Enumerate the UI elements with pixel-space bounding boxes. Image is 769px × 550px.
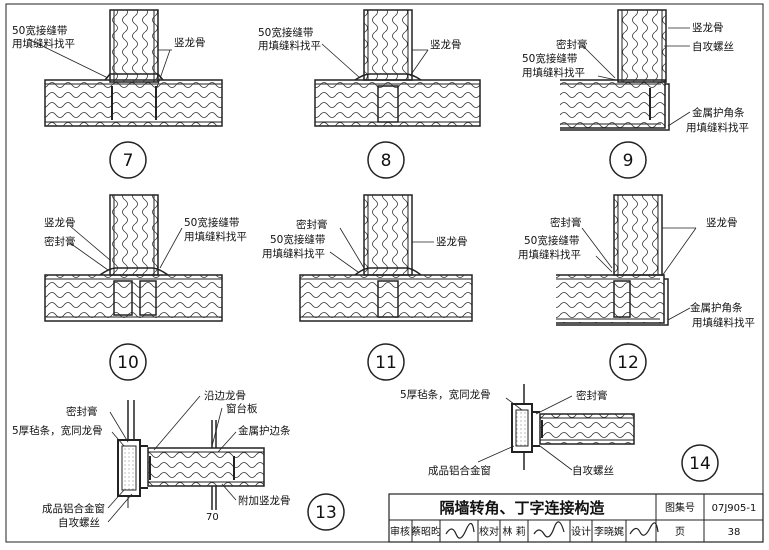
horizontal-wall-7 [44, 79, 223, 127]
vertical-wall-12 [613, 194, 663, 276]
d13-label-4: 5厚毡条，宽同龙骨 [12, 424, 103, 437]
d14-label-4: 自攻螺丝 [572, 464, 614, 477]
detail-number-8: 8 [381, 151, 392, 171]
detail-number-circle [109, 343, 147, 381]
vertical-wall-10 [109, 194, 159, 276]
d12-label-5: 金属护角条 [690, 301, 743, 314]
horizontal-wall-12 [556, 274, 665, 324]
window-frame-14 [511, 403, 533, 453]
d9-label-1: 竖龙骨 [692, 21, 724, 34]
d9-label-2: 自攻螺丝 [692, 40, 734, 53]
vertical-wall-8 [363, 9, 413, 81]
design-signature [629, 522, 659, 536]
d14-label-2: 密封膏 [576, 389, 608, 402]
wall-13 [147, 447, 265, 487]
detail-8: 50宽接缝带 用填缝料找平 竖龙骨 8 [258, 9, 481, 179]
detail-13: 沿边龙骨 窗台板 密封膏 5厚毡条，宽同龙骨 金属护边条 成品铝合金窗 自攻螺丝… [12, 389, 345, 531]
drawing-title: 隔墙转角、丁字连接构造 [439, 499, 604, 517]
detail-number-13: 13 [315, 503, 337, 523]
d7-label-3: 竖龙骨 [174, 36, 206, 49]
horizontal-wall-10 [44, 274, 223, 322]
detail-number-circle [109, 141, 147, 179]
d7-label-2: 用填缝料找平 [12, 37, 75, 50]
d13-label-3: 密封膏 [66, 405, 98, 418]
d11-label-3: 用填缝料找平 [262, 247, 325, 260]
detail-number-circle [367, 343, 405, 381]
d8-label-1: 50宽接缝带 [258, 26, 313, 39]
detail-number-circle [609, 343, 647, 381]
check-signature [533, 521, 565, 538]
vertical-wall-11 [363, 194, 413, 276]
d12-label-4: 竖龙骨 [706, 216, 738, 229]
d10-label-3: 50宽接缝带 [184, 216, 239, 229]
horizontal-wall-9 [560, 79, 666, 129]
vertical-wall-7 [109, 9, 159, 83]
review-label: 审核 [390, 525, 410, 538]
detail-7: 50宽接缝带 用填缝料找平 竖龙骨 7 [12, 9, 223, 179]
d12-label-2: 50宽接缝带 [524, 234, 579, 247]
page-label: 页 [675, 526, 685, 538]
d12-label-6: 用填缝料找平 [692, 316, 755, 329]
d8-label-3: 竖龙骨 [430, 38, 462, 51]
d10-label-2: 密封膏 [44, 235, 76, 248]
detail-12: 密封膏 50宽接缝带 用填缝料找平 竖龙骨 金属护角条 用填缝料找平 12 [518, 194, 755, 381]
window-frame-13 [117, 439, 141, 497]
review-signature [445, 522, 475, 539]
d13-label-7: 自攻螺丝 [58, 516, 100, 529]
detail-10: 竖龙骨 密封膏 50宽接缝带 用填缝料找平 10 [44, 194, 247, 381]
d13-label-6: 成品铝合金窗 [42, 502, 105, 515]
detail-14: 5厚毡条，宽同龙骨 密封膏 成品铝合金窗 自攻螺丝 14 [400, 384, 719, 482]
detail-11: 密封膏 50宽接缝带 用填缝料找平 竖龙骨 11 [262, 194, 473, 381]
title-block: 隔墙转角、丁字连接构造 图集号 07J905-1 审核 蔡昭昀 校对 林 莉 设… [388, 493, 764, 543]
check-name: 林 莉 [502, 525, 525, 538]
detail-number-circle [367, 141, 405, 179]
detail-number-7: 7 [123, 151, 134, 171]
d10-label-4: 用填缝料找平 [184, 230, 247, 243]
review-name: 蔡昭昀 [411, 525, 441, 538]
detail-number-circle [307, 493, 345, 531]
vertical-wall-9 [617, 9, 667, 83]
check-label: 校对 [479, 525, 499, 538]
horizontal-wall-11 [299, 274, 473, 322]
d13-label-1: 沿边龙骨 [204, 389, 246, 402]
d9-label-7: 用填缝料找平 [686, 121, 749, 134]
sheet-frame [5, 3, 764, 543]
d9-label-3: 密封膏 [556, 38, 588, 51]
d9-label-5: 用填缝料找平 [522, 66, 585, 79]
detail-number-12: 12 [617, 353, 639, 373]
detail-number-11: 11 [375, 353, 397, 373]
detail-number-circle [681, 444, 719, 482]
design-name: 李晓娓 [594, 525, 624, 538]
atlas-number: 07J905-1 [712, 503, 757, 514]
d10-label-1: 竖龙骨 [44, 216, 76, 229]
detail-9: 竖龙骨 自攻螺丝 密封膏 50宽接缝带 用填缝料找平 金属护角条 用填缝料找平 … [522, 9, 749, 179]
d13-label-5: 金属护边条 [238, 424, 291, 437]
d14-label-1: 5厚毡条，宽同龙骨 [400, 388, 491, 401]
atlas-label: 图集号 [665, 501, 695, 514]
detail-number-10: 10 [117, 353, 139, 373]
d8-label-2: 用填缝料找平 [258, 39, 321, 52]
d11-label-2: 50宽接缝带 [270, 233, 325, 246]
d9-label-4: 50宽接缝带 [522, 52, 577, 65]
detail-number-9: 9 [623, 151, 634, 171]
d11-label-4: 竖龙骨 [436, 235, 468, 248]
d12-label-3: 用填缝料找平 [518, 248, 581, 261]
d14-label-3: 成品铝合金窗 [428, 464, 491, 477]
d12-label-1: 密封膏 [550, 216, 582, 229]
d11-label-1: 密封膏 [296, 218, 328, 231]
d13-label-8: 附加竖龙骨 [238, 494, 291, 507]
d9-label-6: 金属护角条 [692, 106, 745, 119]
detail-number-14: 14 [689, 454, 711, 474]
d7-label-1: 50宽接缝带 [12, 24, 67, 37]
detail-number-circle [609, 141, 647, 179]
dimension-text: 70 [206, 512, 219, 523]
d13-label-2: 窗台板 [226, 402, 258, 415]
design-label: 设计 [571, 525, 591, 538]
page-number: 38 [728, 527, 741, 538]
wall-14 [539, 413, 635, 445]
